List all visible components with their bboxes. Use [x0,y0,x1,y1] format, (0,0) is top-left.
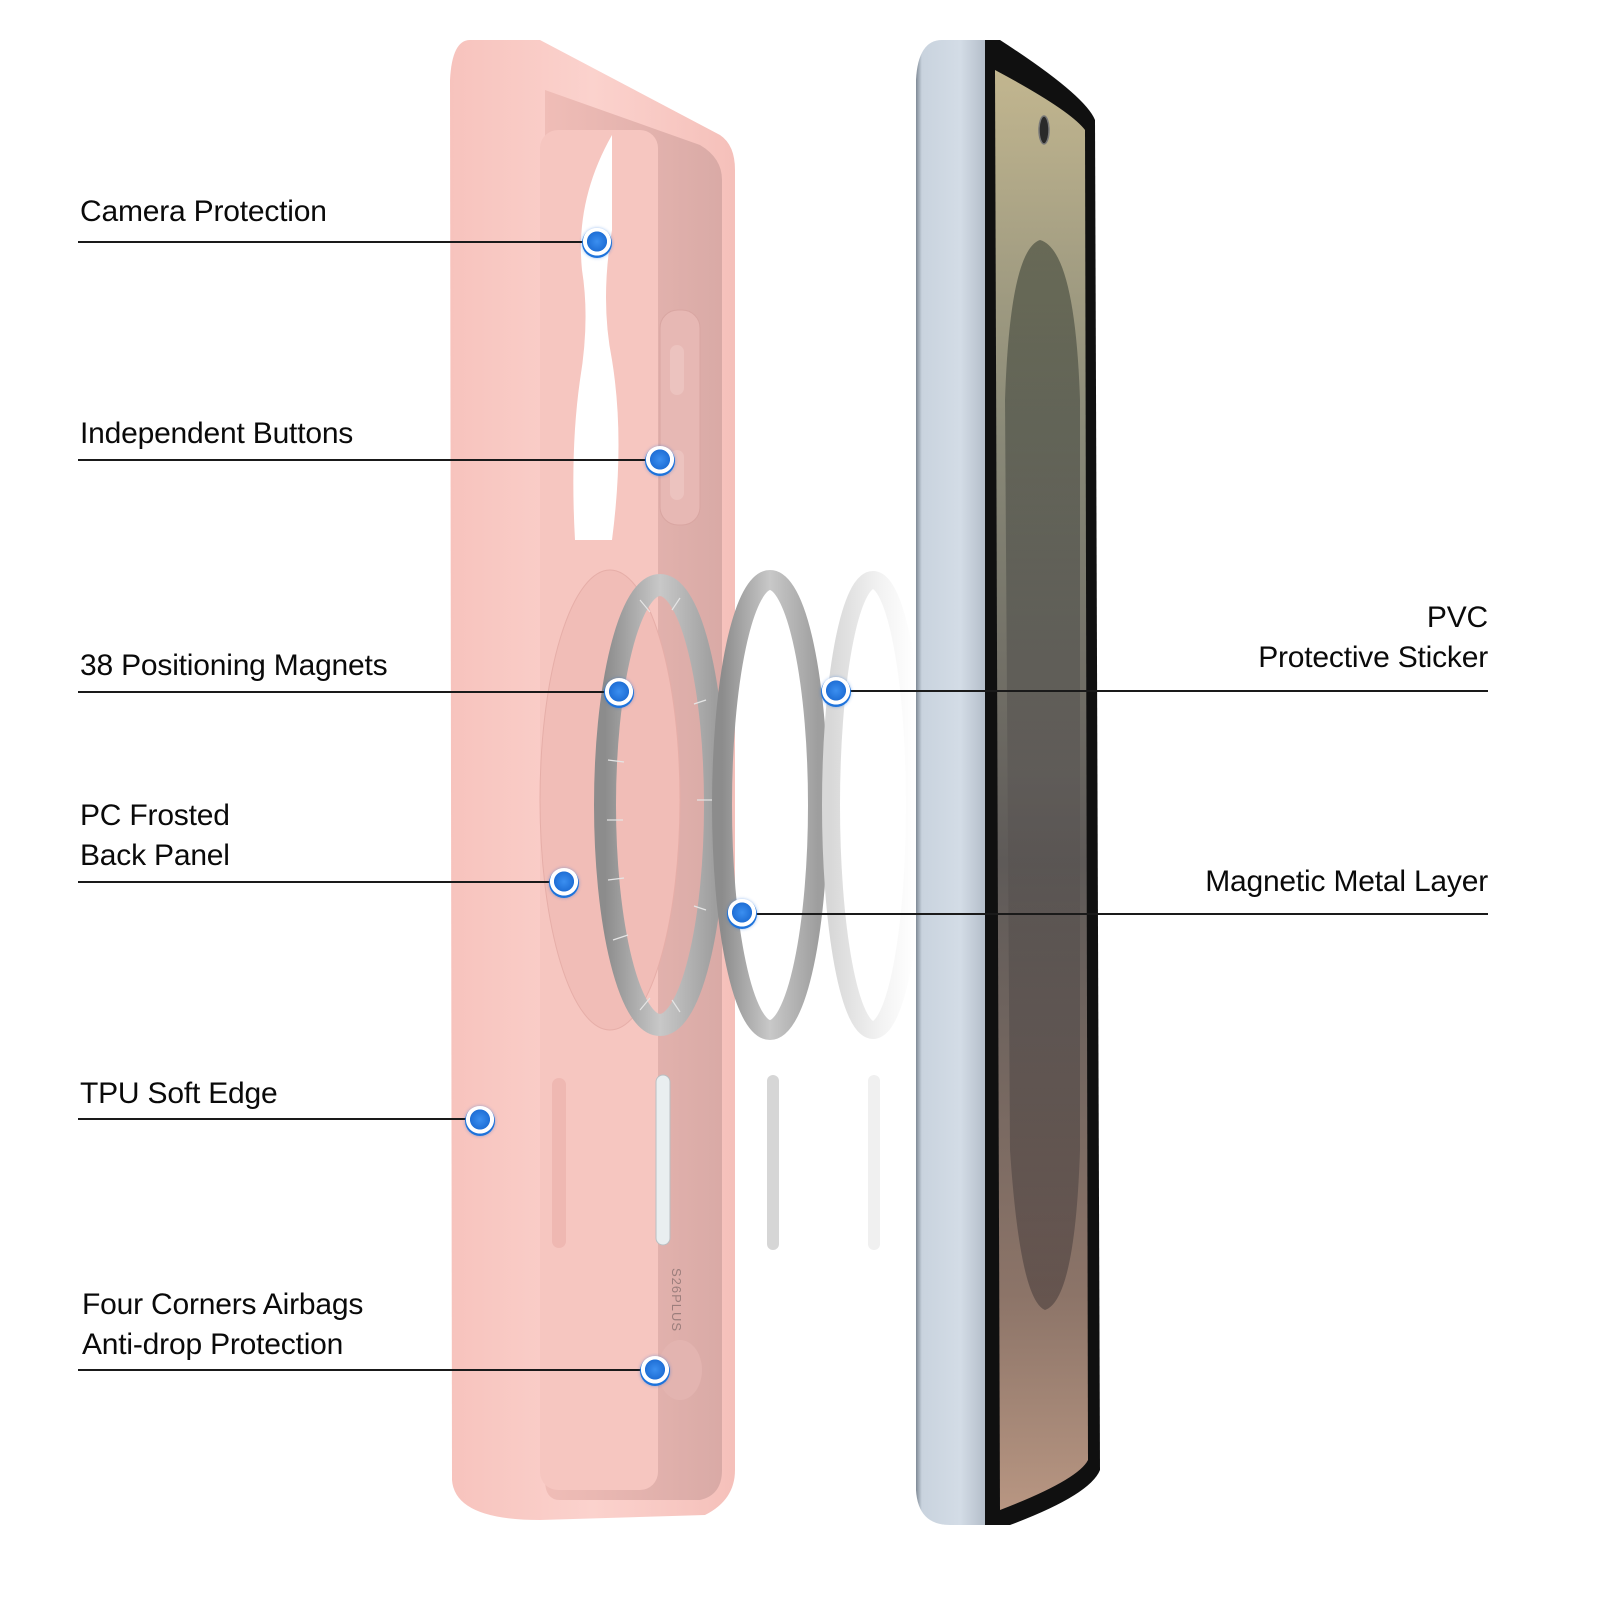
callout-pc-frosted-back-panel: PC Frosted Back Panel [80,796,230,876]
callout-four-corners-airbags: Four Corners Airbags Anti-drop Protectio… [82,1285,363,1365]
callout-marker-icon [821,677,851,707]
callout-marker-icon [549,868,579,898]
callout-text: Four Corners Airbags [82,1288,364,1321]
leader-line [78,1118,466,1120]
metal-layer-ring [712,570,828,1040]
callout-marker-icon [582,228,612,258]
callout-text: Anti-drop Protection [82,1328,344,1361]
callout-text: Camera Protection [80,195,327,228]
callout-text: PC Frosted [80,799,230,832]
leader-line [78,691,606,693]
callout-marker-icon [645,446,675,476]
case-model-text: S26PLUS [669,1268,684,1332]
leader-line [836,690,1488,692]
leader-line [742,913,1488,915]
callout-positioning-magnets: 38 Positioning Magnets [80,646,388,686]
callout-pvc-protective-sticker: PVC Protective Sticker [1258,598,1488,678]
callout-text: Protective Sticker [1258,641,1488,674]
leader-line [78,881,550,883]
phone-case [450,40,735,1520]
callout-text: TPU Soft Edge [80,1077,278,1110]
pvc-sticker-ring [822,571,924,1039]
svg-text:S26PLUS: S26PLUS [669,1268,684,1332]
callout-marker-icon [604,678,634,708]
callout-tpu-soft-edge: TPU Soft Edge [80,1074,278,1114]
leader-line [78,459,646,461]
sticker-slot-piece [868,1075,880,1250]
callout-camera-protection: Camera Protection [80,192,327,232]
callout-text: Magnetic Metal Layer [1205,865,1488,898]
phone [916,40,1100,1525]
callout-independent-buttons: Independent Buttons [80,414,353,454]
callout-text: Independent Buttons [80,417,354,450]
callout-text: Back Panel [80,839,230,872]
callout-text: 38 Positioning Magnets [80,649,388,682]
callout-marker-icon [465,1106,495,1136]
callout-marker-icon [727,899,757,929]
leader-line [78,1369,641,1371]
callout-marker-icon [640,1356,670,1386]
metal-slot-piece [767,1075,779,1250]
callout-text: PVC [1426,601,1488,634]
leader-line [78,241,583,243]
callout-magnetic-metal-layer: Magnetic Metal Layer [1205,862,1488,902]
